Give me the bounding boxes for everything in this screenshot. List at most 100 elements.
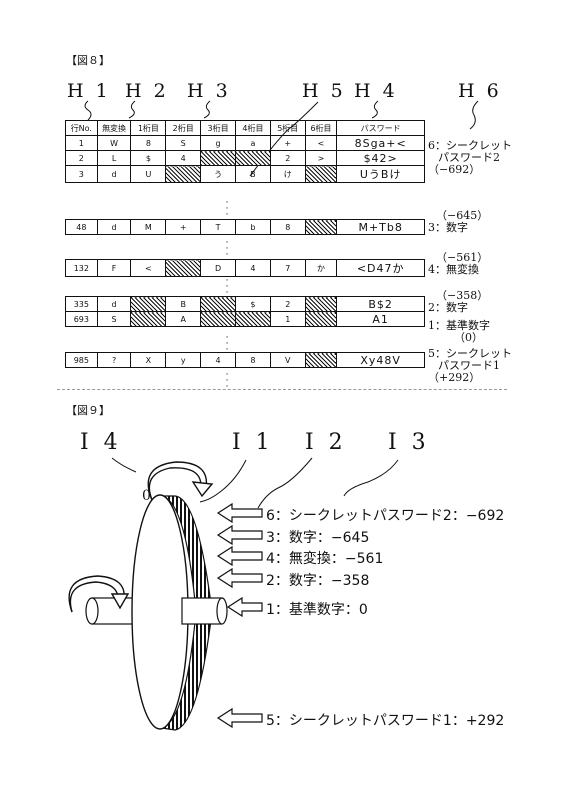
table-cell: 1	[269, 311, 306, 327]
table-cell: 8	[269, 219, 306, 235]
label-h1: H 1	[67, 80, 111, 102]
h4-leader	[371, 100, 379, 119]
dial-label-2: 2：数字：−358	[266, 573, 370, 589]
arrow-left-icon	[216, 524, 263, 546]
table-cell	[234, 311, 271, 327]
password-cell: M+Tb8	[336, 219, 425, 235]
password-cell: Xy48V	[336, 352, 425, 368]
row-label-1: 1：基準数字 （0）	[428, 320, 490, 344]
table-cell	[304, 352, 338, 368]
dial-label-1: 1：基準数字：0	[266, 602, 368, 618]
dial-label-5: 5：シークレットパスワード1：+292	[266, 713, 505, 729]
row-label-value: （0）	[454, 331, 483, 344]
arrow-left-icon	[226, 596, 263, 618]
i4-leader	[111, 457, 137, 473]
h6-leader	[469, 100, 479, 130]
label-i4: I 4	[80, 430, 122, 455]
row-label-value: （−561）	[436, 251, 489, 264]
table-cell: V	[269, 352, 306, 368]
i1-leader	[199, 459, 247, 503]
label-h6: H 6	[458, 80, 502, 102]
table-cell: 8	[234, 352, 271, 368]
table-cell	[304, 165, 338, 183]
table-cell: 7	[269, 259, 306, 277]
table-cell	[304, 219, 338, 235]
table-cell	[165, 165, 202, 183]
row-label-name: 2：数字	[428, 301, 468, 314]
table-header-row: 行No. 無変換 1桁目 2桁目 3桁目 4桁目 5桁目 6桁目 パスワード	[65, 120, 425, 136]
table-cell	[304, 311, 338, 327]
label-h2: H 2	[125, 80, 169, 102]
row-label-5: 5：シークレット パスワード1 （+292）	[428, 348, 512, 384]
ellipsis-vertical: ···	[225, 276, 229, 298]
label-i1: I 1	[232, 430, 274, 455]
row-label-2: （−358） 2：数字	[428, 290, 488, 314]
table-cell: d	[96, 219, 132, 235]
password-cell: $42>	[336, 150, 425, 166]
row-label-value: （−645）	[436, 209, 489, 222]
row-label-name: 5：シークレット	[428, 347, 512, 360]
table-cell: <	[130, 259, 167, 277]
rotation-arrow-axle-icon	[68, 575, 130, 613]
row-label-6: 6：シークレット パスワード2 （−692）	[428, 140, 512, 176]
arrow-left-icon	[216, 567, 263, 589]
row-label-name2: パスワード2	[438, 151, 500, 164]
password-cell: UうBけ	[336, 165, 425, 183]
row-label-name: 6：シークレット	[428, 139, 512, 152]
h3-leader	[203, 100, 211, 119]
dial-label-4: 4：無変換：−561	[266, 551, 384, 567]
row-label-name: 3：数字	[428, 221, 468, 234]
password-table-top: 行No. 無変換 1桁目 2桁目 3桁目 4桁目 5桁目 6桁目 パスワード 1…	[65, 120, 425, 183]
table-cell: B	[234, 165, 271, 183]
arrow-left-icon	[216, 545, 263, 567]
h2-leader	[128, 100, 136, 119]
arrow-left-icon	[216, 502, 263, 524]
row-label-value: （+292）	[428, 371, 481, 384]
i3-leader	[343, 459, 399, 497]
ellipsis-vertical: ···	[225, 370, 229, 392]
row-label-name2: パスワード1	[438, 359, 500, 372]
figure-separator	[57, 389, 507, 390]
i2-leader	[257, 457, 313, 509]
rotation-arrow-top-icon	[147, 461, 214, 501]
password-cell: <D47か	[336, 259, 425, 277]
table-cell: 4	[234, 259, 271, 277]
label-i3: I 3	[388, 430, 430, 455]
row-label-name: 1：基準数字	[428, 319, 490, 332]
table-cell: b	[234, 219, 271, 235]
table-cell	[200, 311, 236, 327]
dial-label-6: 6：シークレットパスワード2：−692	[266, 508, 505, 524]
dial-face	[131, 494, 189, 730]
figure-9-label: 【図９】	[66, 404, 110, 417]
table-cell	[165, 259, 202, 277]
ellipsis-vertical: ···	[225, 333, 229, 355]
row-label-value: （−358）	[436, 289, 489, 302]
ellipsis-vertical: ···	[225, 238, 229, 260]
label-h4: H 4	[354, 80, 398, 102]
table-cell: T	[200, 219, 236, 235]
label-h3: H 3	[187, 80, 231, 102]
password-cell: A1	[336, 311, 425, 327]
row-label-name: 4：無変換	[428, 263, 479, 276]
password-cell: 8Sga+<	[336, 135, 425, 151]
label-i2: I 2	[305, 430, 347, 455]
table-cell	[234, 150, 271, 166]
zero-mark: 0	[142, 488, 151, 504]
table-cell: け	[269, 165, 306, 183]
table-cell	[130, 311, 167, 327]
table-cell: y	[165, 352, 202, 368]
h1-leader	[84, 100, 92, 121]
table-cell	[304, 296, 338, 312]
row-label-4: （−561） 4：無変換	[428, 252, 488, 276]
table-cell: d	[96, 165, 132, 183]
dial-label-3: 3：数字：−645	[266, 530, 370, 546]
